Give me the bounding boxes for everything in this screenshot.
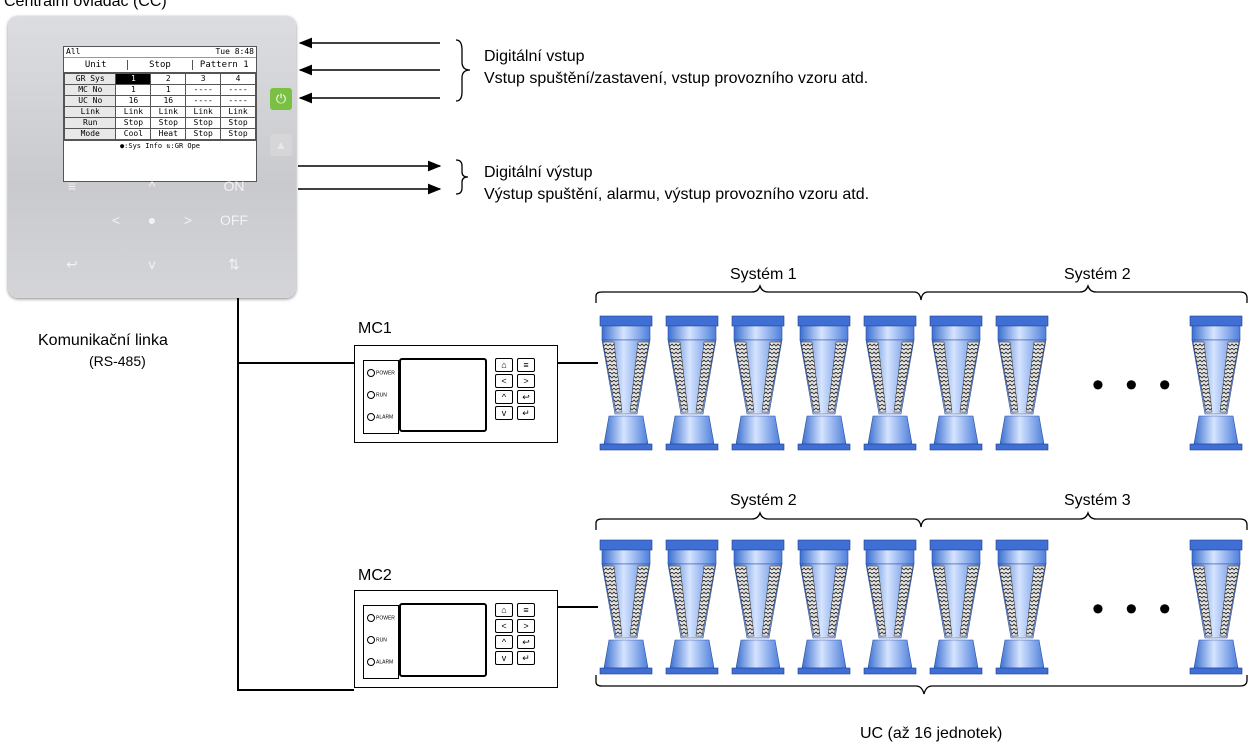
mc2-unit: POWER RUN ALARM ⌂ ≡ < > ^ ↩ v ↵ — [354, 590, 558, 688]
run-led: RUN — [367, 636, 387, 644]
central-controller: All Tue 8:48 Unit Stop Pattern 1 GR Sys … — [8, 16, 296, 298]
digital-input-desc: Vstup spuštění/zastavení, vstup provozní… — [484, 70, 869, 87]
enter-icon[interactable]: ↵ — [517, 651, 535, 665]
back-key[interactable]: ↩ — [66, 256, 78, 272]
uc-unit — [995, 539, 1049, 675]
back-icon[interactable]: ↩ — [517, 635, 535, 649]
system-label: Systém 2 — [1064, 266, 1131, 283]
up-arrow-icon[interactable]: ^ — [495, 390, 513, 404]
table-row: UC No 16 16 ---- ---- — [63, 95, 256, 107]
led-panel: POWER RUN ALARM — [363, 360, 399, 434]
left-arrow-icon[interactable]: < — [495, 619, 513, 633]
digital-output-desc: Výstup spuštění, alarmu, výstup provozní… — [484, 186, 870, 203]
mc1-label: MC1 — [358, 320, 392, 337]
uc-unit — [665, 315, 719, 451]
power-led: POWER — [367, 369, 395, 377]
power-icon[interactable]: ⏻ — [270, 88, 292, 110]
screen-table: GR Sys 1 2 3 4 MC No 1 1 ---- ---- UC No… — [63, 73, 256, 140]
menu-key[interactable]: ≡ — [67, 178, 77, 194]
table-cell: ---- — [220, 84, 256, 96]
right-arrow-icon[interactable]: > — [517, 619, 535, 633]
power-led: POWER — [367, 614, 395, 622]
digital-output-title: Digitální výstup — [484, 164, 593, 181]
uc-unit — [995, 315, 1049, 451]
uc-unit — [863, 315, 917, 451]
alarm-icon: ▲ — [270, 134, 292, 156]
uc-unit — [731, 539, 785, 675]
table-cell: Stop — [185, 128, 222, 140]
adjust-key[interactable]: ⇅ — [228, 256, 240, 272]
table-row: MC No 1 1 ---- ---- — [63, 84, 256, 96]
mc-lcd — [399, 603, 487, 677]
home-icon[interactable]: ⌂ — [495, 358, 513, 372]
on-key[interactable]: ON — [223, 178, 245, 194]
system-label: Systém 3 — [1064, 492, 1131, 509]
uc-unit — [1189, 539, 1243, 675]
uc-unit — [797, 539, 851, 675]
alarm-led: ALARM — [367, 413, 393, 421]
screen-header-unit: Unit — [64, 60, 129, 70]
screen-top-left: All — [66, 47, 81, 56]
right-arrow-icon[interactable]: > — [517, 374, 535, 388]
uc-unit — [731, 315, 785, 451]
table-cell: Stop — [220, 128, 256, 140]
table-cell: Heat — [150, 128, 187, 140]
down-arrow-icon[interactable]: v — [495, 651, 513, 665]
screen-footer: ●:Sys Info ⇅:GR Ope — [64, 140, 256, 151]
uc-label: UC (až 16 jednotek) — [860, 725, 1003, 742]
up-key[interactable]: ^ — [148, 178, 156, 194]
off-key[interactable]: OFF — [220, 212, 248, 228]
ellipsis: • • • — [1092, 590, 1177, 628]
ellipsis: • • • — [1092, 366, 1177, 404]
mc1-unit: POWER RUN ALARM ⌂ ≡ < > ^ ↩ v ↵ — [354, 345, 558, 443]
center-key[interactable]: ● — [147, 212, 157, 228]
comm-line-sub: (RS-485) — [89, 353, 146, 369]
enter-icon[interactable]: ↵ — [517, 406, 535, 420]
mc-lcd — [399, 358, 487, 432]
uc-unit — [797, 315, 851, 451]
led-panel: POWER RUN ALARM — [363, 605, 399, 679]
alarm-led: ALARM — [367, 658, 393, 666]
row-label: UC No — [63, 95, 117, 107]
down-arrow-icon[interactable]: v — [495, 406, 513, 420]
system-label: Systém 2 — [730, 492, 797, 509]
row-label: MC No — [63, 84, 117, 96]
left-arrow-icon[interactable]: < — [495, 374, 513, 388]
controller-title: Centrální ovladač (CC) — [4, 0, 167, 10]
uc-unit — [863, 539, 917, 675]
digital-input-title: Digitální vstup — [484, 48, 585, 65]
uc-unit — [929, 315, 983, 451]
screen-header-stop: Stop — [128, 60, 193, 70]
uc-unit — [1189, 315, 1243, 451]
right-key[interactable]: > — [183, 212, 193, 228]
uc-unit — [599, 539, 653, 675]
uc-unit — [665, 539, 719, 675]
table-row: Link Link Link Link Link — [63, 106, 256, 118]
table-row: GR Sys 1 2 3 4 — [63, 73, 256, 85]
screen-top-right: Tue 8:48 — [215, 47, 254, 56]
table-row: Mode Cool Heat Stop Stop — [63, 128, 256, 140]
mc2-label: MC2 — [358, 567, 392, 584]
uc-unit — [929, 539, 983, 675]
system-label: Systém 1 — [730, 266, 797, 283]
up-arrow-icon[interactable]: ^ — [495, 635, 513, 649]
screen-header-pattern: Pattern 1 — [199, 60, 249, 70]
row-label: Mode — [63, 128, 117, 140]
comm-line-title: Komunikační linka — [38, 332, 168, 349]
down-key[interactable]: v — [148, 256, 156, 272]
back-icon[interactable]: ↩ — [517, 390, 535, 404]
run-led: RUN — [367, 391, 387, 399]
menu-icon[interactable]: ≡ — [517, 358, 535, 372]
menu-icon[interactable]: ≡ — [517, 603, 535, 617]
left-key[interactable]: < — [111, 212, 121, 228]
home-icon[interactable]: ⌂ — [495, 603, 513, 617]
uc-unit — [599, 315, 653, 451]
controller-screen: All Tue 8:48 Unit Stop Pattern 1 GR Sys … — [63, 46, 257, 182]
